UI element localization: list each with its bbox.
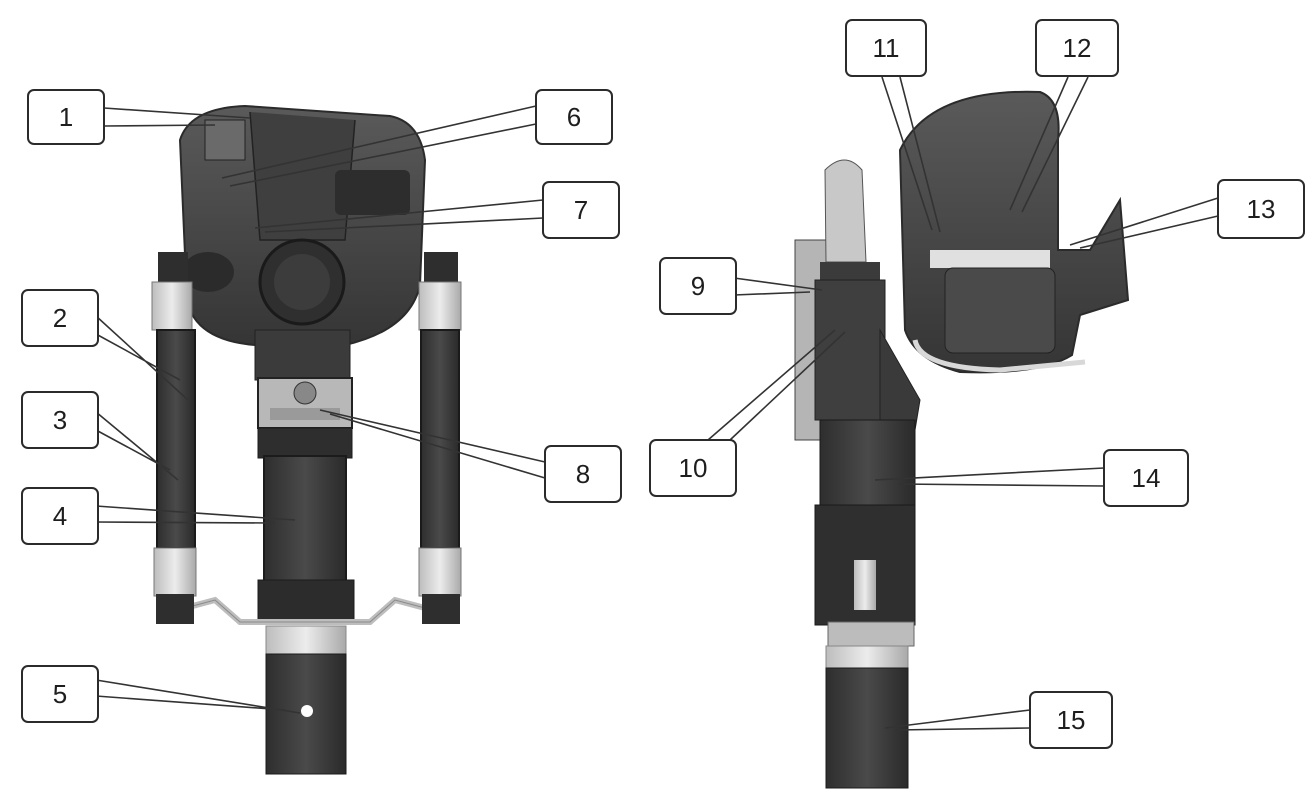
callout-number: 10 <box>679 453 708 483</box>
callout-box <box>649 439 737 497</box>
leader-13 <box>1069 197 1219 249</box>
callout-5: 5 <box>21 665 99 723</box>
callout-box <box>1029 691 1113 749</box>
leader-15 <box>884 709 1031 731</box>
leader-10 <box>707 329 846 441</box>
callout-3: 3 <box>21 391 99 449</box>
leader-9 <box>733 277 823 296</box>
callout-2: 2 <box>21 289 99 347</box>
callout-15: 15 <box>1029 691 1113 749</box>
callout-box <box>544 445 622 503</box>
callout-number: 13 <box>1247 194 1276 224</box>
callout-1: 1 <box>27 89 105 145</box>
side-view-illustration <box>794 90 1130 789</box>
callout-4: 4 <box>21 487 99 545</box>
front-view-illustration <box>151 104 462 775</box>
callout-6: 6 <box>535 89 613 145</box>
callout-box <box>21 391 99 449</box>
callout-8: 8 <box>544 445 622 503</box>
leader-11 <box>881 76 941 233</box>
callout-box <box>21 289 99 347</box>
callout-box <box>21 665 99 723</box>
callout-number: 4 <box>53 501 67 531</box>
callout-number: 9 <box>691 271 705 301</box>
leader-3 <box>95 411 179 481</box>
leader-2 <box>95 315 189 401</box>
callout-number: 14 <box>1132 463 1161 493</box>
callout-13: 13 <box>1217 179 1305 239</box>
callout-box <box>1035 19 1119 77</box>
callout-11: 11 <box>845 19 927 77</box>
callout-14: 14 <box>1103 449 1189 507</box>
callout-box <box>542 181 620 239</box>
callout-box <box>27 89 105 145</box>
callout-number: 3 <box>53 405 67 435</box>
callout-box <box>1103 449 1189 507</box>
leader-5 <box>95 679 301 714</box>
callout-number: 2 <box>53 303 67 333</box>
callout-box <box>21 487 99 545</box>
leader-12 <box>1009 76 1089 213</box>
callout-7: 7 <box>542 181 620 239</box>
callout-12: 12 <box>1035 19 1119 77</box>
callout-number: 6 <box>567 102 581 132</box>
leader-4 <box>95 505 296 524</box>
callout-box <box>845 19 927 77</box>
callout-number: 15 <box>1057 705 1086 735</box>
leader-7 <box>254 199 544 233</box>
callout-box <box>1217 179 1305 239</box>
leader-1 <box>103 107 251 127</box>
callout-number: 12 <box>1063 33 1092 63</box>
callout-number: 1 <box>59 102 73 132</box>
callout-box <box>659 257 737 315</box>
callout-10: 10 <box>649 439 737 497</box>
callout-number: 11 <box>873 33 900 63</box>
callout-9: 9 <box>659 257 737 315</box>
callout-number: 5 <box>53 679 67 709</box>
callout-number: 7 <box>574 195 588 225</box>
callout-number: 8 <box>576 459 590 489</box>
leader-lines <box>95 76 1219 731</box>
leader-14 <box>874 467 1105 487</box>
leader-8 <box>319 409 546 479</box>
callout-box <box>535 89 613 145</box>
leader-6 <box>221 105 537 187</box>
